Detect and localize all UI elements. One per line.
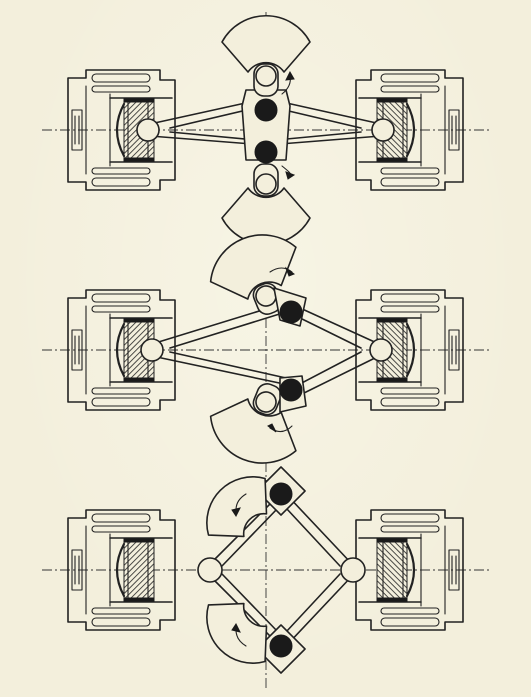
view-phase-1	[42, 15, 492, 245]
view-phase-2	[42, 234, 492, 464]
view-phase-3	[42, 466, 492, 674]
